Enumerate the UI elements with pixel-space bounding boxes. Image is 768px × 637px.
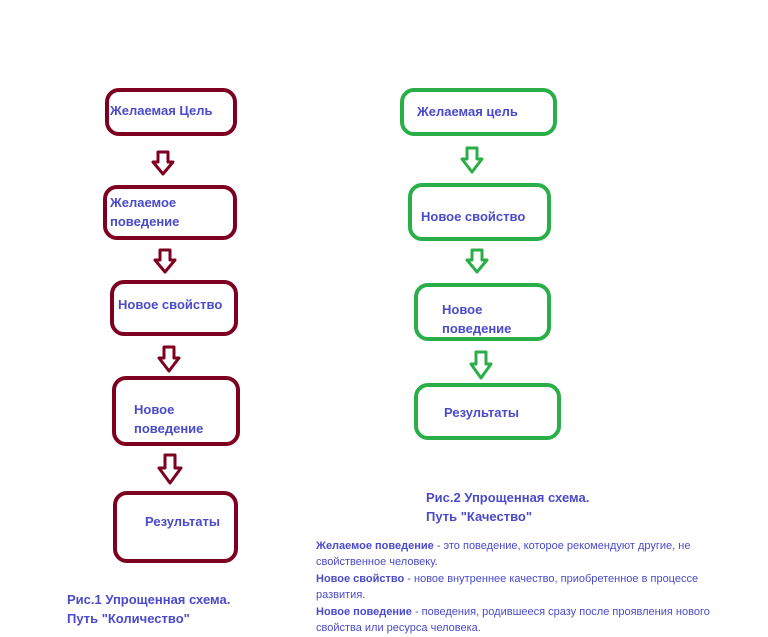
legend-item-new-property: Новое свойство - новое внутреннее качест… xyxy=(316,571,746,603)
right-caption-line-2: Путь "Качество" xyxy=(426,509,532,524)
left-box-results xyxy=(113,491,238,563)
left-box-new-behavior-label: Новое поведение xyxy=(134,402,204,436)
legend-item-new-behavior: Новое поведение - поведения, родившееся … xyxy=(316,604,746,636)
right-arrow-3 xyxy=(469,350,493,380)
left-box-desired-goal-label: Желаемая Цель xyxy=(110,103,213,118)
right-arrow-1 xyxy=(460,146,484,174)
right-box-results xyxy=(414,383,561,440)
left-box-desired-behavior-label: Желаемое поведение xyxy=(110,195,180,229)
right-box-new-behavior-label: Новое поведение xyxy=(442,302,512,336)
left-arrow-3 xyxy=(157,345,181,373)
right-box-desired-goal xyxy=(400,88,557,136)
right-box-new-property-label: Новое свойство xyxy=(421,209,526,224)
right-box-desired-goal-label: Желаемая цель xyxy=(417,104,518,119)
left-caption-line-1: Рис.1 Упрощенная схема. xyxy=(67,592,231,607)
left-box-desired-behavior xyxy=(103,185,237,240)
legend-text: - поведения, родившееся сразу после проя… xyxy=(316,606,710,634)
right-box-new-property xyxy=(408,183,551,241)
left-arrow-1 xyxy=(151,150,175,176)
legend-item-desired-behavior: Желаемое поведение - это поведение, кото… xyxy=(316,538,746,570)
legend-term: Новое поведение xyxy=(316,606,412,618)
right-box-new-behavior xyxy=(414,283,551,341)
right-caption-line-1: Рис.2 Упрощенная схема. xyxy=(426,490,590,505)
legend-term: Новое свойство xyxy=(316,573,405,585)
left-arrow-2 xyxy=(153,248,177,274)
left-box-results-label: Результаты xyxy=(145,514,220,529)
definitions-legend: Желаемое поведение - это поведение, кото… xyxy=(316,538,746,637)
left-box-new-property-label: Новое свойство xyxy=(118,297,223,312)
left-arrow-4 xyxy=(157,453,183,485)
legend-term: Желаемое поведение xyxy=(316,540,434,552)
right-arrow-2 xyxy=(465,248,489,274)
legend-text: - это поведение, которое рекомендуют дру… xyxy=(316,540,691,568)
left-box-desired-goal xyxy=(105,88,237,136)
left-box-new-behavior xyxy=(112,376,240,446)
left-box-new-property xyxy=(110,280,238,336)
legend-text: - новое внутреннее качество, приобретенн… xyxy=(316,573,699,601)
left-caption-line-2: Путь "Количество" xyxy=(67,611,190,626)
right-box-results-label: Результаты xyxy=(444,405,519,420)
